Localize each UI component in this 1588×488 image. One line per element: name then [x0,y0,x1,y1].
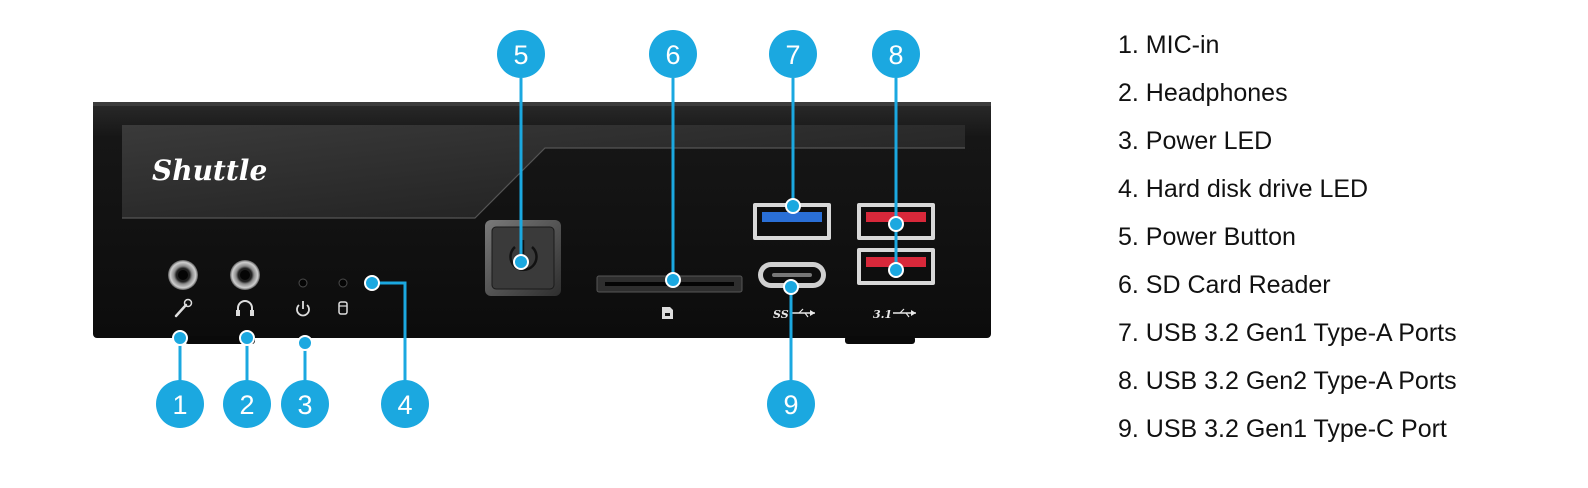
legend-item: 9. USB 3.2 Gen1 Type-C Port [1118,415,1447,443]
power-led [298,278,308,288]
callout-6: 6 [649,30,697,78]
callout-4: 4 [381,380,429,428]
usb-c-port[interactable] [758,262,826,288]
svg-text:4: 4 [397,390,412,420]
usb-gen2-symbol-icon [893,308,916,318]
legend-item: 7. USB 3.2 Gen1 Type-A Ports [1118,319,1457,347]
svg-text:9: 9 [783,390,798,420]
callout-9: 9 [767,380,815,428]
svg-text:2: 2 [239,390,254,420]
front-panel-diagram: Shuttle [93,30,991,428]
callout-1: 1 [156,380,204,428]
callout-2: 2 [223,380,271,428]
card-reader-icon [662,307,673,319]
legend-item: 3. Power LED [1118,127,1273,155]
svg-text:1: 1 [172,390,187,420]
headphones-jack[interactable] [230,260,260,290]
legend-item: 1. MIC-in [1118,31,1220,59]
callout-leaders [178,78,898,382]
usb-a-gen1-port[interactable] [753,203,831,240]
svg-text:6: 6 [665,40,680,70]
legend-item: 4. Hard disk drive LED [1118,175,1369,203]
svg-text:8: 8 [888,40,903,70]
leader-endpoints [172,198,904,351]
usb-symbol-icon [792,308,815,318]
usb-c-label: SS [773,308,789,321]
callout-8: 8 [872,30,920,78]
legend-item: 2. Headphones [1118,79,1288,107]
headphones-icon [236,300,254,316]
usb-gen2-label: 3.1 [873,308,892,321]
port-legend: 1. MIC-in 2. Headphones 3. Power LED 4. … [1118,30,1457,462]
svg-text:7: 7 [785,40,800,70]
legend-item: 8. USB 3.2 Gen2 Type-A Ports [1118,367,1457,395]
legend-item: 5. Power Button [1118,223,1296,251]
callout-3: 3 [281,380,329,428]
front-bezel [122,125,965,219]
callout-5: 5 [497,30,545,78]
microphone-icon [174,298,193,318]
legend-item: 6. SD Card Reader [1118,271,1331,299]
shuttle-logo: Shuttle [152,154,267,187]
hdd-led [338,278,348,288]
svg-text:3: 3 [297,390,312,420]
hard-disk-icon [338,301,348,315]
svg-text:5: 5 [513,40,528,70]
callout-7: 7 [769,30,817,78]
power-icon [296,301,310,317]
mic-in-jack[interactable] [168,260,198,290]
